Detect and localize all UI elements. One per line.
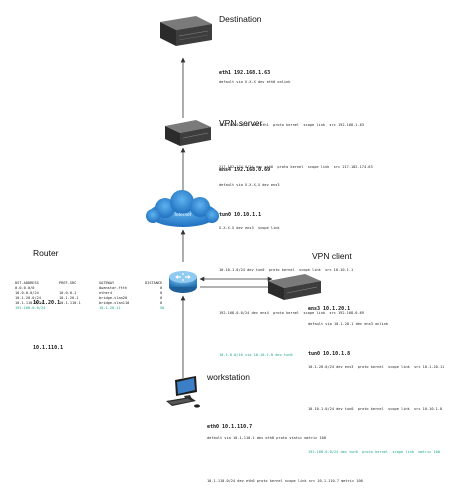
destination-server-icon xyxy=(160,16,212,46)
vpn-server-route: default via X.X.X.X dev ens3 xyxy=(219,183,280,187)
workstation-routes: default via 10.1.110.1 dev eth0 proto st… xyxy=(207,398,363,502)
router-icon xyxy=(169,271,197,293)
vpn-client-route: 10.10.1.0/24 dev tun0 proto kernel scope… xyxy=(308,407,443,412)
internet-cloud-icon xyxy=(146,190,219,227)
destination-route: default via X.X.X dev eth0 onlink xyxy=(219,80,291,84)
router-iface-vlan110: 10.1.110.1 xyxy=(33,344,64,351)
vpn-server-route: 192.168.0.0/24 dev ens4 proto kernel sco… xyxy=(219,310,364,315)
vpn-server-routes: default via X.X.X.X dev ens3 X.X.X.X dev… xyxy=(219,145,364,377)
vpn-server-interfaces: ens4 192.168.0.69 tun0 10.10.1.1 xyxy=(219,129,270,237)
vpn-client-route: default via 10.1.20.1 dev ens3 onlink xyxy=(308,322,389,326)
router-title: Router xyxy=(33,248,59,258)
table-cell-highlight: 192.168.0.0/24 xyxy=(15,306,46,310)
vpn-server-title: VPN server xyxy=(219,118,263,128)
workstation-computer-icon xyxy=(166,376,200,408)
vpn-server-iface-ens4: ens4 192.168.0.69 xyxy=(219,167,271,173)
workstation-route: default via 10.1.110.1 dev eth0 proto st… xyxy=(207,436,326,440)
network-diagram: Internet xyxy=(146,16,321,408)
workstation-iface-eth0: eth0 10.1.110.7 xyxy=(207,424,253,430)
table-cell: 0 xyxy=(160,301,163,305)
table-cell-highlight: 10.1.20.11 xyxy=(99,306,121,310)
table-cell: 0 xyxy=(160,296,163,300)
vpn-client-iface-tun0: tun0 10.10.1.8 xyxy=(308,350,351,357)
table-header: GATEWAY xyxy=(99,281,115,285)
destination-route: 217.182.174.0/24 dev eth0 proto kernel s… xyxy=(219,165,373,170)
table-cell-highlight: 50 xyxy=(160,306,165,310)
vpn-client-interfaces: ens3 10.1.20.1 tun0 10.10.1.8 xyxy=(308,268,350,376)
table-cell: #wanstar-ftth xyxy=(99,286,128,290)
destination-title: Destination xyxy=(219,14,262,24)
vpn-server-route: 10.10.1.0/24 dev tun0 proto kernel scope… xyxy=(219,268,354,273)
destination-iface-eth1: eth1 192.168.1.63 xyxy=(219,70,271,76)
table-cell: 10.1.20.0/24 xyxy=(15,296,41,300)
router-interfaces: 10.1.20.1 10.1.110.1 xyxy=(33,262,63,370)
table-header: PREF-SRC xyxy=(59,281,77,285)
router-route-table: DST-ADDRESS PREF-SRC GATEWAY DISTANCE 0.… xyxy=(15,281,175,313)
table-cell: 10.1.110.0/24 xyxy=(15,301,44,305)
router-iface-vlan20: 10.1.20.1 xyxy=(33,300,61,306)
table-cell: bridge-vlan20 xyxy=(99,296,128,300)
workstation-route: 10.1.110.0/24 dev eth0 proto kernel scop… xyxy=(207,478,363,483)
table-cell: 10.1.20.1 xyxy=(59,296,79,300)
vpn-client-iface-ens3: ens3 10.1.20.1 xyxy=(308,306,351,312)
workstation-title: workstation xyxy=(207,372,250,382)
table-cell: 0 xyxy=(160,291,163,295)
destination-routes: default via X.X.X dev eth0 onlink 192.16… xyxy=(219,42,373,189)
table-cell: 10.1.110.1 xyxy=(59,301,81,305)
table-cell: 10.0.0.0/24 xyxy=(15,291,39,295)
table-cell: bridge-vlan110 xyxy=(99,301,130,305)
internet-cloud-label: Internet xyxy=(175,212,192,217)
table-header: DISTANCE xyxy=(145,281,163,285)
table-cell: 0 xyxy=(160,286,163,290)
table-cell: 10.0.0.1 xyxy=(59,291,77,295)
table-header: DST-ADDRESS xyxy=(15,281,39,285)
vpn-server-iface-tun0: tun0 10.10.1.1 xyxy=(219,211,262,218)
table-cell: ether4 xyxy=(99,291,112,295)
vpn-server-route-highlight: 10.1.0.0/16 via 10.10.1.8 dev tun0 xyxy=(219,353,293,358)
destination-route: 192.168.0.0/24 dev eth1 proto kernel sco… xyxy=(219,122,364,127)
table-cell: 0.0.0.0/0 xyxy=(15,286,35,290)
vpn-client-route: 10.1.20.0/24 dev ens3 proto kernel scope… xyxy=(308,364,445,369)
vpn-server-route: X.X.X.X dev ens3 scope link xyxy=(219,225,280,230)
vpn-server-icon xyxy=(165,120,211,146)
connector-router-vpnclient xyxy=(199,276,273,288)
destination-interfaces: eth1 192.168.1.63 xyxy=(219,32,270,96)
vpn-client-server-icon xyxy=(268,274,321,300)
workstation-interfaces: eth0 10.1.110.7 xyxy=(207,386,252,450)
vpn-client-title: VPN client xyxy=(312,251,352,261)
